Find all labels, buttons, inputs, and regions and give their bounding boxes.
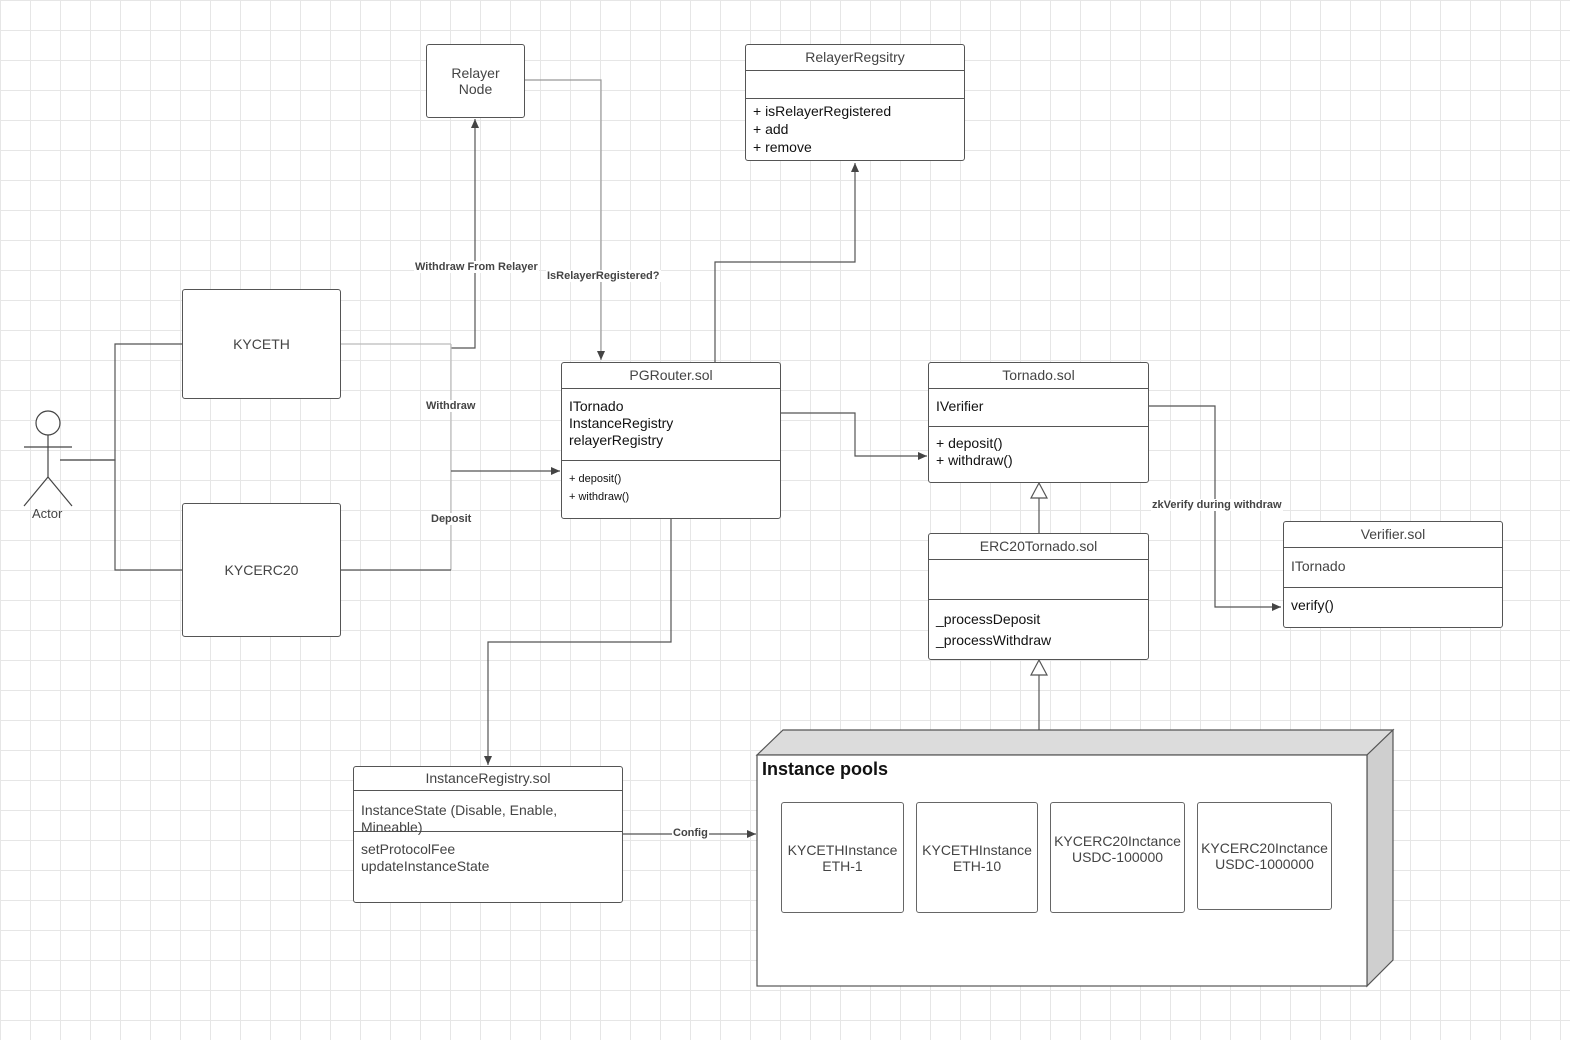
label-zkverify: zkVerify during withdraw [1151,499,1283,511]
instance-kycerc20-usdc-1000000[interactable]: KYCERC20Inctance USDC-1000000 [1197,802,1332,910]
kyceth-label: KYCETH [233,336,290,352]
instance-registry-fields: InstanceState (Disable, Enable, Mineable… [354,791,622,835]
label-deposit: Deposit [430,513,473,525]
erc20tornado-fields [929,560,1148,600]
inherit-arrow-tornado [1030,481,1048,499]
verifier-class[interactable]: Verifier.sol ITornado verify() [1283,521,1503,628]
field-instance-registry: InstanceRegistry [569,415,674,431]
kyceth-box[interactable]: KYCETH [182,289,341,399]
method-verify: verify() [1291,597,1334,613]
relayer-node-line2: Node [458,81,493,97]
actor-icon [23,410,73,507]
edge-actor-kyceth [60,343,182,461]
relayer-registry-fields [746,71,964,99]
erc20tornado-title: ERC20Tornado.sol [929,534,1148,560]
verifier-methods: verify() [1284,588,1502,620]
verifier-fields: ITornado [1284,548,1502,588]
method-withdraw: + withdraw() [569,491,630,503]
label-is-relayer-registered: IsRelayerRegistered? [546,270,661,282]
relayer-registry-class[interactable]: RelayerRegsitry + isRelayerRegistered + … [745,44,965,161]
instance-denomination: ETH-1 [822,857,863,874]
instance-name: KYCETHInstance [922,841,1032,858]
field-itornado: ITornado [569,398,624,414]
instance-registry-methods: setProtocolFee updateInstanceState [354,832,622,881]
tornado-methods: + deposit() + withdraw() [929,427,1148,475]
instance-name: KYCERC20Inctance [1054,833,1181,849]
method-deposit: + deposit() [936,435,1003,451]
edge-pgrouter-to-registry [714,163,859,362]
edge-actor-kycerc20 [60,459,182,571]
relayer-node-box[interactable]: Relayer Node [426,44,525,118]
instance-registry-title: InstanceRegistry.sol [354,767,622,791]
label-withdraw-from-relayer: Withdraw From Relayer [414,261,539,273]
relayer-registry-methods: + isRelayerRegistered + add + remove [746,99,964,162]
pgrouter-methods: + deposit() + withdraw() [562,461,780,512]
field-iverifier: IVerifier [936,398,984,414]
tornado-title: Tornado.sol [929,363,1148,389]
label-config: Config [672,827,709,839]
instance-name: KYCERC20Inctance [1201,840,1328,856]
edge-pgrouter-to-instance-registry [484,519,672,765]
method-is-relayer-registered: + isRelayerRegistered [753,103,892,119]
method-withdraw: + withdraw() [936,452,1013,468]
inherit-arrow-erc20 [1030,658,1048,676]
instance-registry-class[interactable]: InstanceRegistry.sol InstanceState (Disa… [353,766,623,903]
pgrouter-title: PGRouter.sol [562,363,780,389]
label-withdraw: Withdraw [425,400,477,412]
method-remove: + remove [753,139,812,155]
pgrouter-fields: ITornado InstanceRegistry relayerRegistr… [562,389,780,461]
pgrouter-class[interactable]: PGRouter.sol ITornado InstanceRegistry r… [561,362,781,519]
erc20tornado-methods: _processDeposit _processWithdraw [929,600,1148,657]
method-process-deposit: _processDeposit [936,611,1041,627]
method-update-instance-state: updateInstanceState [361,858,490,874]
instance-denomination: ETH-10 [952,857,1002,874]
field-instance-state: InstanceState (Disable, Enable, Mineable… [361,802,558,835]
field-itornado: ITornado [1291,558,1346,574]
instance-denomination: USDC-1000000 [1215,856,1314,872]
edge-withdraw-from-relayer [451,119,479,349]
method-add: + add [753,121,789,137]
relayer-node-line1: Relayer [451,65,500,81]
instance-kyceth-eth-1[interactable]: KYCETHInstance ETH-1 [781,802,904,913]
edge-relayer-to-pgrouter [525,79,605,360]
tornado-fields: IVerifier [929,389,1148,427]
verifier-title: Verifier.sol [1284,522,1502,548]
instance-kyceth-eth-10[interactable]: KYCETHInstance ETH-10 [916,802,1038,913]
method-deposit: + deposit() [569,473,622,485]
field-relayer-registry: relayerRegistry [569,432,664,448]
method-set-protocol-fee: setProtocolFee [361,841,456,857]
edge-pgrouter-to-tornado [781,412,927,460]
tornado-class[interactable]: Tornado.sol IVerifier + deposit() + with… [928,362,1149,483]
instance-name: KYCETHInstance [787,841,898,858]
instance-pools-title: Instance pools [762,759,889,779]
relayer-registry-title: RelayerRegsitry [746,45,964,71]
instance-denomination: USDC-100000 [1071,849,1164,865]
actor-label: Actor [32,506,63,521]
kycerc20-box[interactable]: KYCERC20 [182,503,341,637]
method-process-withdraw: _processWithdraw [936,632,1052,648]
erc20tornado-class[interactable]: ERC20Tornado.sol _processDeposit _proces… [928,533,1149,660]
kycerc20-label: KYCERC20 [224,562,299,578]
instance-kycerc20-usdc-100000[interactable]: KYCERC20Inctance USDC-100000 [1050,802,1185,913]
